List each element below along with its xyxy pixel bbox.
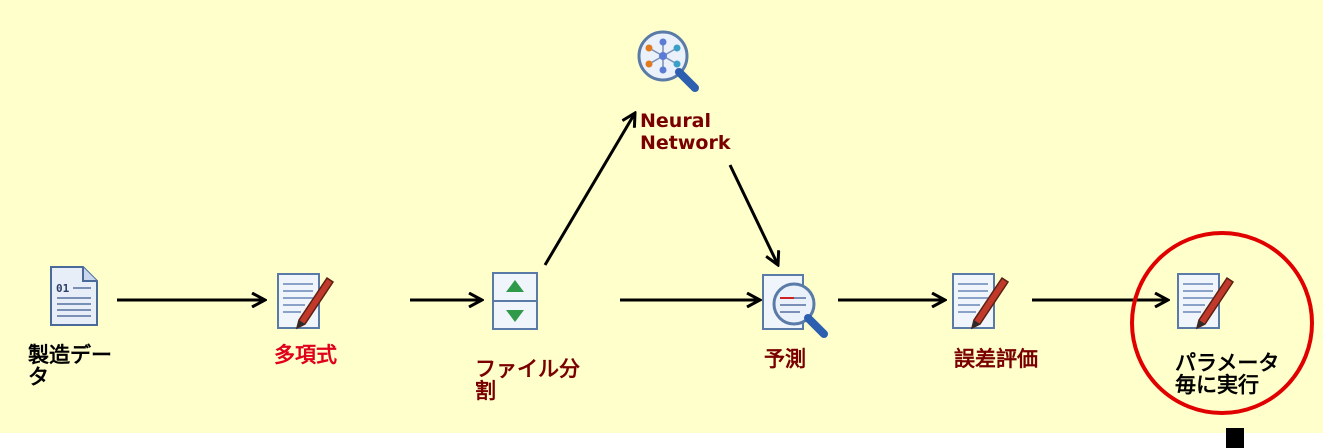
notepad-pencil-icon-param[interactable] bbox=[1175, 270, 1235, 332]
edge-split-to-nn bbox=[543, 113, 635, 266]
node-label-data: 製造デー タ bbox=[28, 343, 112, 389]
notepad-pencil-icon-error[interactable] bbox=[950, 270, 1010, 332]
connector-stub bbox=[1226, 428, 1244, 448]
node-label-split: ファイル分 割 bbox=[475, 357, 580, 403]
node-label-param: パラメータ 毎に実行 bbox=[1175, 351, 1280, 397]
node-label-error: 誤差評価 bbox=[954, 347, 1038, 371]
notepad-pencil-icon[interactable] bbox=[275, 270, 335, 332]
edge-nn-to-predict bbox=[728, 164, 778, 265]
svg-text:01: 01 bbox=[56, 282, 70, 295]
node-label-nn: Neural Network bbox=[640, 110, 731, 154]
highlight-circle bbox=[1130, 231, 1314, 415]
node-label-poly: 多項式 bbox=[274, 343, 337, 367]
data-file-icon[interactable]: 01 bbox=[47, 265, 101, 327]
split-arrows-icon[interactable] bbox=[490, 270, 544, 332]
document-magnifier-icon[interactable] bbox=[760, 272, 828, 338]
node-label-predict: 予測 bbox=[764, 347, 806, 371]
neural-magnifier-icon[interactable] bbox=[635, 28, 699, 92]
